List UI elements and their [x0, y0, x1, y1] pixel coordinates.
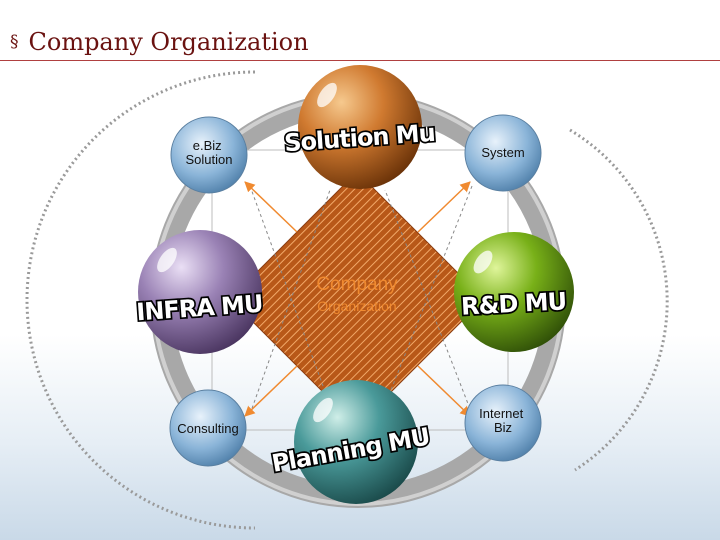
node-consulting: Consulting	[169, 389, 247, 467]
page-title: § Company Organization	[10, 28, 309, 56]
node-ebiz-line1: e.Biz	[193, 138, 222, 153]
arrow-to-internet	[417, 365, 471, 417]
sphere-rnd-mu: R&D MU	[454, 232, 574, 352]
node-consulting-label: Consulting	[177, 421, 238, 436]
connector-ebiz-planning	[249, 185, 331, 406]
sphere-infra-mu: INFRA MU	[134, 230, 265, 354]
outer-dotted-arc-right	[569, 128, 669, 472]
connector-consulting-solution	[249, 189, 331, 415]
sphere-planning-mu: Planning MU	[268, 380, 433, 504]
node-internet-biz: Internet Biz	[464, 384, 542, 462]
arrow-to-consulting	[244, 365, 298, 417]
arrow-to-ebiz	[244, 181, 298, 233]
title-underline	[0, 60, 720, 61]
node-system-label: System	[481, 145, 524, 160]
arrow-to-system	[417, 181, 471, 233]
node-internet-line2: Biz	[494, 420, 512, 435]
center-label-organization: Organization	[317, 298, 396, 314]
outer-dotted-arc-left	[25, 70, 256, 530]
connector-internet-solution	[384, 189, 473, 415]
svg-text:Internet Biz: Internet Biz	[479, 406, 527, 435]
node-internet-line1: Internet	[479, 406, 523, 421]
center-label-company: Company	[316, 274, 398, 295]
sphere-solution-mu: Solution Mu	[282, 65, 437, 189]
title-bullet: §	[10, 32, 19, 52]
title-text: Company Organization	[28, 28, 309, 56]
node-ebiz-solution: e.Biz Solution	[170, 116, 248, 194]
node-system: System	[464, 114, 542, 192]
svg-text:e.Biz Solution: e.Biz Solution	[186, 138, 233, 167]
sphere-rnd-label: R&D MU	[460, 287, 566, 320]
node-ebiz-line2: Solution	[186, 152, 233, 167]
